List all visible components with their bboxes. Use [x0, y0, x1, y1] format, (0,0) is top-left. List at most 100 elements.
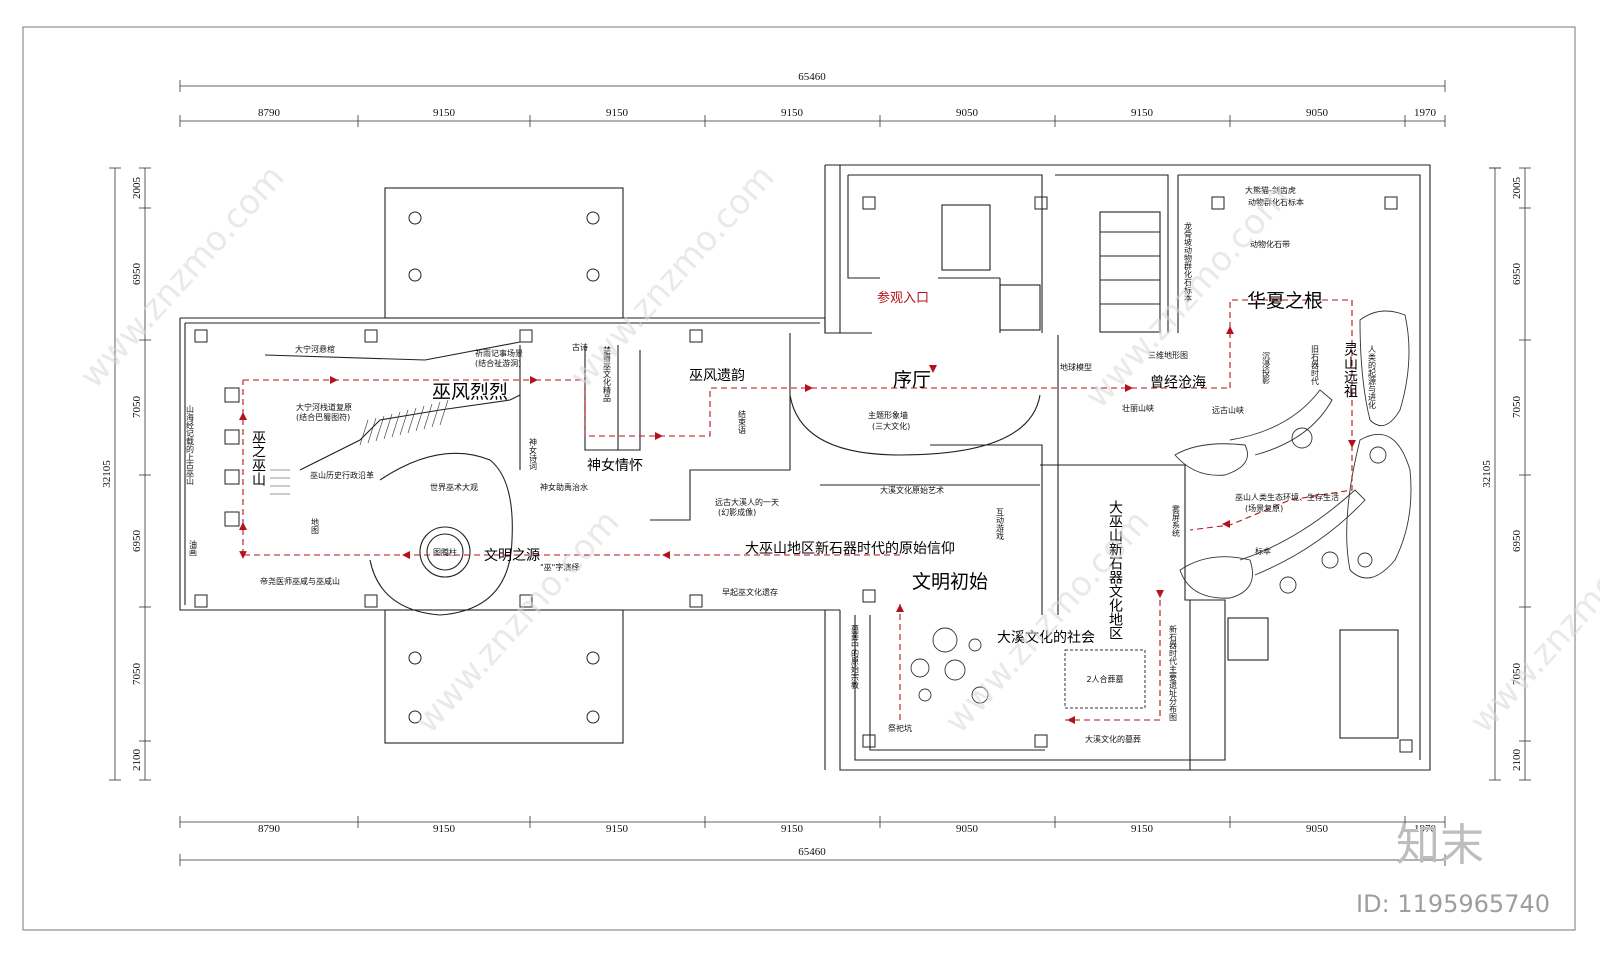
- label-jieshu: 结束语: [738, 409, 747, 435]
- zone-wenming-chushi: 文明初始: [912, 571, 988, 593]
- label-shennv-shici: 神女诗词: [529, 437, 538, 470]
- watermark-url-4: www.znzmo.com: [407, 502, 628, 741]
- zone-wuzhiwushan: 巫之巫山: [250, 430, 266, 486]
- watermark-url-1: www.znzmo.com: [72, 157, 293, 396]
- zone-lingshan: 灵山远祖: [1342, 342, 1358, 398]
- zone-cengjing: 曾经沧海: [1150, 374, 1206, 391]
- dim-col-bottom-4: 9150: [781, 823, 804, 835]
- label-huashi-dai: 动物化石带: [1250, 239, 1290, 249]
- zone-shennv: 神女情怀: [587, 457, 643, 474]
- zone-xinshiqi-vertical: 大巫山新石器文化地区: [1107, 500, 1123, 640]
- curved-walls: [264, 341, 1041, 616]
- label-zaoqi: 早起巫文化遗存: [722, 587, 778, 597]
- label-wu-zi: "巫"字演绎: [540, 562, 579, 572]
- watermark-url-6: www.znzmo.com: [1462, 502, 1600, 741]
- exhibit-labels: 大宁河悬棺 祈雨记事场景 (结合祉游洞) 古诗 楚蜀巫文化精品 大宁河栈道复原 …: [186, 185, 1377, 744]
- dim-row-left-1: 2005: [131, 177, 143, 200]
- dim-col-bottom-2: 9150: [433, 823, 456, 835]
- label-zhuti: 主题形象墙: [868, 410, 908, 420]
- label-biaoben: 标本: [1255, 546, 1271, 556]
- annex-circles: [408, 211, 600, 724]
- dim-overall-bottom: 65460: [798, 846, 826, 858]
- dimension-lines: [114, 85, 1526, 861]
- label-daxiongmao: 大熊猫-剑齿虎: [1245, 185, 1296, 195]
- dim-overall-top: 65460: [798, 71, 826, 83]
- image-id: ID: 1195965740: [1356, 890, 1550, 918]
- label-qiyu-sub: (结合祉游洞): [475, 358, 521, 368]
- label-renlei: 人类的起源与进化: [1368, 345, 1377, 410]
- label-xinshiqi-yizhi: 新石器时代主要遗址分布图: [1169, 624, 1178, 722]
- dim-row-right-6: 2100: [1511, 749, 1523, 772]
- label-shennv-zhuyu: 神女助禹治水: [540, 482, 588, 492]
- sheet-frame: [22, 26, 1576, 931]
- tomb-box: [1064, 649, 1146, 709]
- dim-col-top-7: 9050: [1306, 107, 1329, 119]
- dim-col-top-8: 1970: [1414, 107, 1437, 119]
- label-hudong: 互动游戏: [996, 508, 1005, 541]
- dim-row-right-3: 7050: [1511, 396, 1523, 419]
- dim-row-right-5: 7050: [1511, 663, 1523, 686]
- visitor-route: [239, 299, 1353, 721]
- label-yuangu: 远古大溪人的一天: [715, 497, 779, 507]
- zone-xuting: 序厅: [893, 369, 931, 391]
- dim-row-left-6: 2100: [131, 749, 143, 772]
- watermark-url-2: www.znzmo.com: [562, 157, 783, 396]
- label-longgupo: 龙骨坡动物群化石标本: [1184, 221, 1193, 303]
- entrance-label: 参观入口: [877, 290, 929, 306]
- zone-huaxia: 华夏之根: [1247, 290, 1323, 312]
- label-gushi: 古诗: [572, 342, 588, 352]
- label-wuping: 雾屏系统: [1172, 505, 1181, 538]
- watermark-url-5: www.znzmo.com: [937, 502, 1158, 741]
- dim-col-bottom-8: 1970: [1414, 823, 1437, 835]
- dim-overall-right: 32105: [1481, 460, 1493, 488]
- dim-col-top-6: 9150: [1131, 107, 1154, 119]
- label-heizang: 2人合葬墓: [1086, 674, 1123, 684]
- dim-row-left-4: 6950: [131, 530, 143, 553]
- dim-col-top-5: 9050: [956, 107, 979, 119]
- dim-row-left-5: 7050: [131, 663, 143, 686]
- rock-formations: [1174, 310, 1412, 599]
- dim-col-top-4: 9150: [781, 107, 804, 119]
- dim-col-bottom-3: 9150: [606, 823, 629, 835]
- dim-row-left-2: 6950: [131, 263, 143, 286]
- label-daxi-muzang: 大溪文化的墓葬: [1085, 734, 1141, 744]
- label-chushu: 楚蜀巫文化精品: [603, 345, 612, 403]
- zone-wufeng-yiyun: 巫风遗韵: [689, 368, 745, 384]
- dim-row-left-3: 7050: [131, 396, 143, 419]
- zone-wenming-zhiyuan: 文明之源: [484, 548, 540, 564]
- label-diqiu: 地球模型: [1060, 362, 1092, 372]
- label-diyao: 帝尧医师巫咸与巫咸山: [260, 576, 340, 586]
- label-zhuangli: 壮丽山峡: [1122, 403, 1154, 413]
- walkway-hatch: [270, 399, 449, 495]
- zone-xinshiqi: 大巫山地区新石器时代的原始信仰: [745, 541, 955, 557]
- label-shijie-wushu: 世界巫术大观: [430, 482, 478, 492]
- label-daxi-yishu: 大溪文化原始艺术: [880, 485, 944, 495]
- label-chenjin: 沉浸投影: [1262, 352, 1271, 385]
- dim-col-bottom-7: 9050: [1306, 823, 1329, 835]
- label-yuangu-sub: (幻影成像): [718, 507, 756, 517]
- dim-col-top-1: 8790: [258, 107, 281, 119]
- structural-columns: [194, 196, 1413, 753]
- building-walls: [179, 164, 1431, 771]
- label-zhuti-sub: (三大文化): [872, 421, 910, 431]
- label-sanwei: 三维地形图: [1148, 350, 1188, 360]
- label-wushan-renlei: 巫山人类生态环境、生存生活: [1235, 492, 1339, 502]
- logo-zhimo: 知末: [1396, 820, 1484, 871]
- label-yuangu-sx: 远古山峡: [1212, 405, 1244, 415]
- label-wushan-lishi: 巫山历史行政沿革: [310, 470, 374, 480]
- dim-col-top-2: 9150: [433, 107, 456, 119]
- label-ditu: 地图: [311, 517, 320, 535]
- dim-row-right-2: 6950: [1511, 263, 1523, 286]
- dim-col-top-3: 9150: [606, 107, 629, 119]
- zone-wufeng: 巫风烈烈: [432, 381, 508, 403]
- label-daxiongmao-sub: 动物群化石标本: [1248, 197, 1304, 207]
- route-arrows: [239, 326, 1356, 724]
- watermarks: www.znzmo.com www.znzmo.com www.znzmo.co…: [72, 157, 1600, 741]
- label-zhandao: 大宁河栈道复原: [296, 402, 352, 412]
- label-daninghe-xuanguan: 大宁河悬棺: [295, 344, 335, 354]
- zone-daxi-shehui: 大溪文化的社会: [997, 630, 1095, 646]
- label-jiushiqi: 旧石器时代: [1311, 345, 1320, 386]
- label-tuteng: 图腾柱: [433, 547, 457, 557]
- dim-row-right-1: 2005: [1511, 177, 1523, 200]
